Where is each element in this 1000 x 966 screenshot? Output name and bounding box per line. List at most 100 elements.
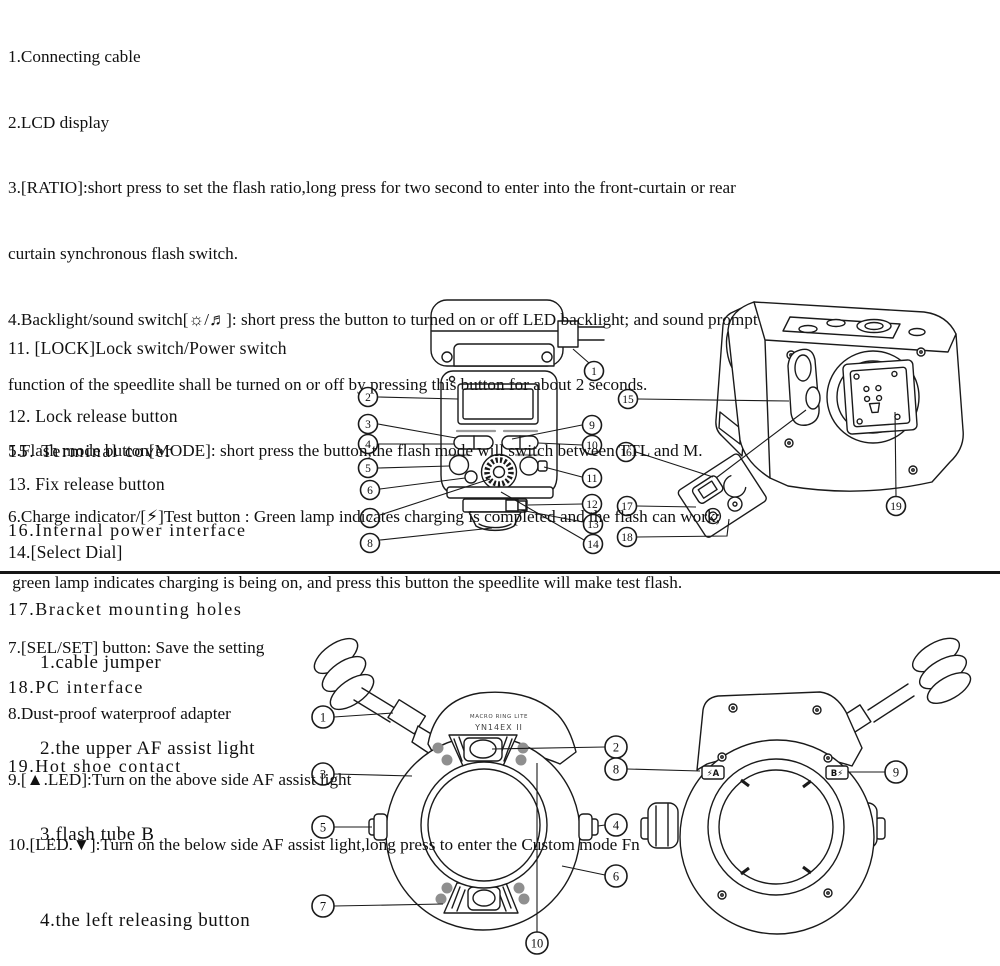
ring-callout-9: 9 — [884, 760, 908, 784]
callout-16: 16 — [615, 441, 637, 463]
speedlite-parts-list-b: 11. [LOCK]Lock switch/Power switch 12. L… — [8, 292, 287, 608]
ring-callout-6: 6 — [604, 864, 628, 888]
coiled-cable-rear — [926, 671, 972, 705]
svg-text:17: 17 — [621, 501, 633, 513]
svg-text:2: 2 — [613, 741, 619, 755]
manual-line: 15. Terminal cover — [8, 441, 173, 462]
charge-indicator — [464, 470, 478, 484]
ring-callout-8: 8 — [604, 757, 628, 781]
svg-text:1: 1 — [320, 711, 326, 725]
ring-callout-1: 1 — [311, 705, 335, 729]
flash-tube-b-mark-label: B⚡ — [831, 769, 843, 779]
right-releasing-button — [578, 813, 593, 841]
speedlite-front-diagram — [430, 299, 605, 532]
flash-tube-a-mark — [701, 765, 725, 780]
left-releasing-button — [373, 813, 388, 841]
ring-flash-parts-list: 1.cable jumper 2.the upper AF assist lig… — [40, 592, 262, 966]
svg-text:12: 12 — [586, 499, 598, 511]
ring-model-label: MACRO RING LITE — [470, 714, 528, 720]
mode-button — [448, 454, 470, 476]
svg-text:6: 6 — [367, 485, 373, 497]
svg-text:9: 9 — [589, 420, 595, 432]
callout-11: 11 — [581, 467, 603, 489]
ring-callout-2: 2 — [604, 735, 628, 759]
svg-text:8: 8 — [367, 538, 373, 550]
manual-line: 1.cable jumper — [40, 652, 162, 674]
manual-line: green lamp indicates charging is being o… — [8, 572, 683, 592]
leader-lines-bottom — [333, 712, 885, 932]
speedlite-parts-list: 1.Connecting cable 2.LCD display 3.[RATI… — [8, 2, 758, 900]
svg-text:7: 7 — [320, 900, 326, 914]
callout-18: 18 — [616, 526, 638, 548]
manual-line: 4.the left releasing button — [40, 909, 251, 931]
svg-text:6: 6 — [613, 870, 619, 884]
ring-callout-4: 4 — [604, 813, 628, 837]
coiled-cable — [329, 673, 375, 711]
hot-shoe-contact — [842, 359, 918, 435]
manual-line: 5.Flash mode button[MODE]: short press t… — [8, 441, 703, 461]
callout-2: 2 — [357, 386, 379, 408]
callout-14: 14 — [582, 533, 604, 555]
svg-text:3: 3 — [365, 419, 371, 431]
ring-callout-5: 5 — [311, 815, 335, 839]
callout-markers-bottom: 1 2 3 4 5 6 7 8 9 10 — [311, 705, 908, 955]
flash-tube-a-mark-label: ⚡A — [707, 769, 720, 779]
manual-line: 2.LCD display — [8, 112, 110, 132]
speedlite-parts-list-c: 15. Terminal cover 16.Internal power int… — [8, 386, 247, 831]
svg-text:5: 5 — [365, 463, 371, 475]
callout-9: 9 — [581, 414, 603, 436]
svg-text:11: 11 — [586, 473, 597, 485]
manual-line: 3.[RATIO]:short press to set the flash r… — [8, 178, 736, 198]
callout-6: 6 — [359, 479, 381, 501]
svg-text:2: 2 — [365, 392, 371, 404]
manual-line: 19.Hot shoe contact — [8, 755, 182, 776]
svg-text:4: 4 — [613, 819, 620, 833]
svg-text:3: 3 — [320, 768, 326, 782]
ring-callout-7: 7 — [311, 894, 335, 918]
ring-flash-rear-diagram: ⚡A B⚡ — [640, 637, 972, 935]
cable-jumper-connector — [387, 699, 427, 735]
cable-connector — [557, 320, 579, 348]
battery-card — [677, 453, 767, 538]
callout-4: 4 — [357, 433, 379, 455]
svg-text:10: 10 — [531, 937, 544, 951]
callout-8: 8 — [359, 532, 381, 554]
section-divider — [0, 571, 1000, 574]
callout-1: 1 — [583, 360, 605, 382]
manual-line: 13. Fix release button — [8, 473, 165, 494]
leader-lines-top — [377, 348, 897, 541]
svg-text:19: 19 — [890, 501, 902, 513]
manual-line: 4.Backlight/sound switch[☼/♬]: short pre… — [8, 309, 758, 329]
callout-3: 3 — [357, 413, 379, 435]
manual-line: 6.Charge indicator/[⚡]Test button : Gree… — [8, 506, 721, 526]
manual-line: 14.[Select Dial] — [8, 541, 123, 562]
svg-text:18: 18 — [621, 532, 633, 544]
manual-line: 17.Bracket mounting holes — [8, 598, 243, 619]
ring-flash-front-diagram: MACRO RING LITE YN14EX II — [313, 637, 599, 931]
svg-text:16: 16 — [620, 447, 632, 459]
manual-line: 18.PC interface — [8, 677, 144, 698]
connecting-cable — [577, 326, 605, 341]
flash-tube-b-mark — [825, 765, 849, 780]
manual-line: 7.[SEL/SET] button: Save the setting — [8, 638, 265, 658]
svg-text:14: 14 — [587, 539, 599, 551]
callout-17: 17 — [616, 495, 638, 517]
callout-12: 12 — [581, 493, 603, 515]
ring-model-number: YN14EX II — [474, 723, 523, 732]
callout-15: 15 — [617, 388, 639, 410]
svg-text:13: 13 — [587, 519, 599, 531]
callout-10: 10 — [581, 434, 603, 456]
manual-line: 10.[LED.▼]:Turn on the below side AF ass… — [8, 835, 640, 855]
manual-line: function of the speedlite shall be turne… — [8, 375, 648, 395]
svg-text:4: 4 — [365, 439, 371, 451]
manual-line: curtain synchronous flash switch. — [8, 243, 239, 263]
ring-callout-10: 10 — [525, 931, 549, 955]
manual-line: 1.Connecting cable — [8, 46, 141, 66]
svg-text:15: 15 — [622, 394, 634, 406]
svg-text:9: 9 — [893, 766, 899, 780]
svg-text:7: 7 — [367, 513, 373, 525]
callout-markers-top: 1 2 3 4 5 6 7 8 9 10 11 12 13 14 15 16 1… — [357, 360, 907, 555]
callout-5: 5 — [357, 457, 379, 479]
manual-line: 8.Dust-proof waterproof adapter — [8, 704, 231, 723]
